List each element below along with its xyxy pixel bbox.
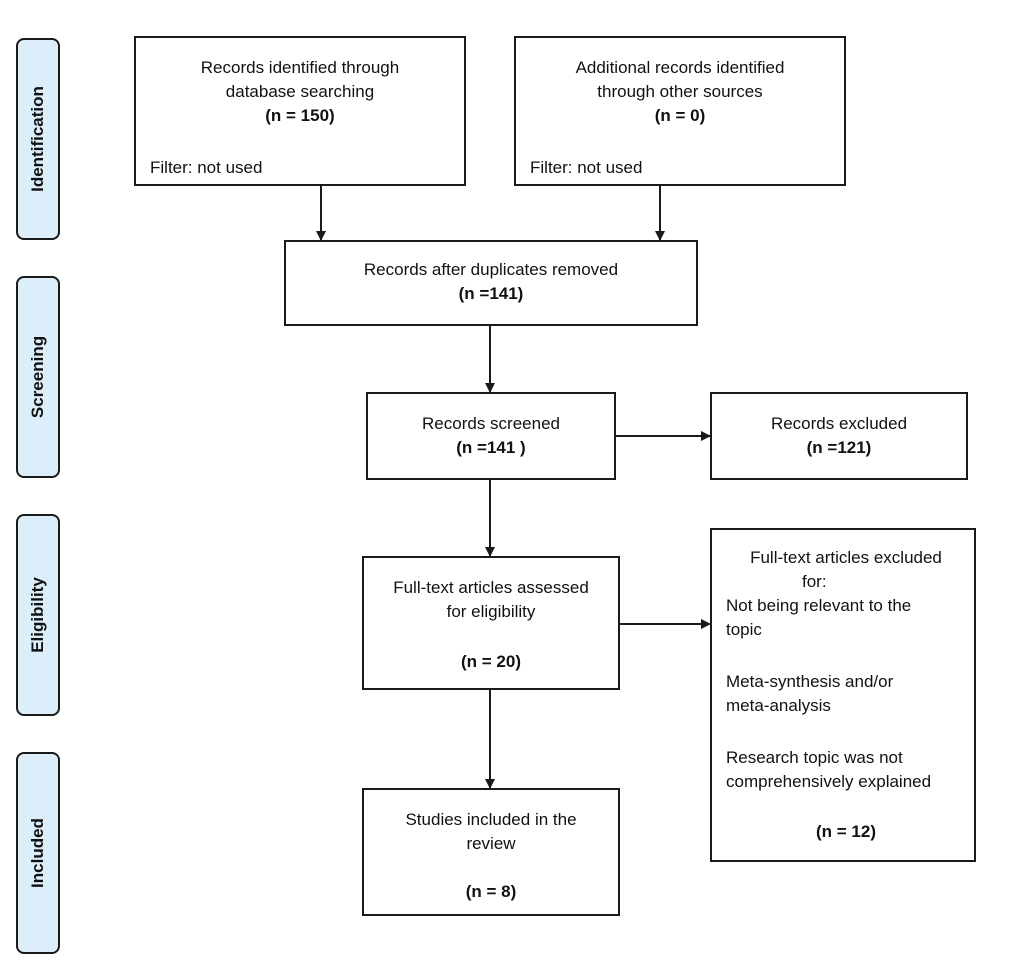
other-count: (n = 0)	[654, 106, 706, 125]
other-line2: through other sources	[597, 82, 763, 101]
reason3-line1: Research topic was not	[726, 748, 903, 767]
included-line2: review	[466, 834, 516, 853]
reason1-line2: topic	[726, 620, 762, 639]
database-count: (n = 150)	[265, 106, 335, 125]
included-count: (n = 8)	[465, 882, 517, 901]
reason2-line2: meta-analysis	[726, 696, 831, 715]
included-line1: Studies included in the	[405, 810, 577, 829]
excluded-count: (n =121)	[806, 438, 872, 457]
box-other-records: Additional records identified through ot…	[514, 36, 846, 186]
stage-eligibility: Eligibility	[16, 514, 60, 716]
box-database-records: Records identified through database sear…	[134, 36, 466, 186]
fulltext-line1: Full-text articles assessed	[393, 578, 589, 597]
box-records-screened: Records screened (n =141 )	[366, 392, 616, 480]
fulltext-excluded-count: (n = 12)	[816, 822, 876, 841]
other-line1: Additional records identified	[575, 58, 785, 77]
box-fulltext-excluded: Full-text articles excluded for: Not bei…	[710, 528, 976, 862]
excluded-line1: Records excluded	[770, 414, 908, 433]
box-studies-included: Studies included in the review (n = 8)	[362, 788, 620, 916]
database-filter: Filter: not used	[150, 158, 263, 177]
duplicates-line1: Records after duplicates removed	[363, 260, 619, 279]
stage-screening: Screening	[16, 276, 60, 478]
reason2-line1: Meta-synthesis and/or	[726, 672, 894, 691]
fulltext-excluded-title1: Full-text articles excluded	[750, 548, 942, 567]
other-filter: Filter: not used	[530, 158, 643, 177]
screened-line1: Records screened	[422, 414, 560, 433]
box-records-excluded: Records excluded (n =121)	[710, 392, 968, 480]
fulltext-line2: for eligibility	[446, 602, 536, 621]
database-line2: database searching	[225, 82, 375, 101]
box-fulltext-assessed: Full-text articles assessed for eligibil…	[362, 556, 620, 690]
database-line1: Records identified through	[200, 58, 400, 77]
fulltext-excluded-title2: for:	[802, 572, 827, 591]
stage-identification: Identification	[16, 38, 60, 240]
box-duplicates-removed: Records after duplicates removed (n =141…	[284, 240, 698, 326]
reason3-line2: comprehensively explained	[726, 772, 932, 791]
stage-included: Included	[16, 752, 60, 954]
screened-count: (n =141 )	[456, 438, 526, 457]
reason1-line1: Not being relevant to the	[726, 596, 912, 615]
fulltext-count: (n = 20)	[461, 652, 521, 671]
duplicates-count: (n =141)	[458, 284, 524, 303]
